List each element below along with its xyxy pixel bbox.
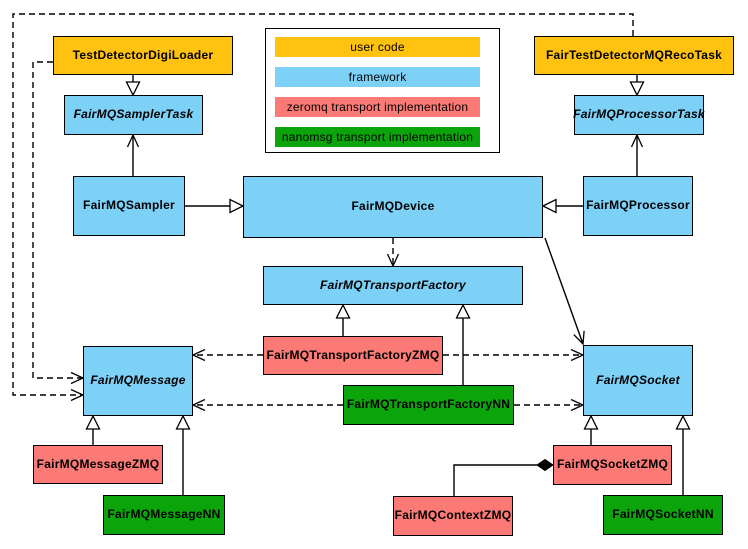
edge-fairmqtransportfactorynn-inherits-fairmqtransportfactory — [455, 303, 471, 385]
node-fairmqtransportfactoryzmq: FairMQTransportFactoryZMQ — [263, 336, 443, 375]
legend-item-user_code: user code — [275, 37, 480, 57]
node-fairmqsampler: FairMQSampler — [73, 176, 185, 236]
node-fairmqtransportfactory: FairMQTransportFactory — [263, 266, 523, 305]
node-fairmqcontextzmq: FairMQContextZMQ — [393, 496, 513, 536]
edge-fairmqsocketzmq-composes-fairmqcontextzmq — [453, 458, 554, 496]
edge-fairmqtransportfactoryzmq-depends-fairmqsocket — [443, 348, 585, 362]
node-fairmqprocessor: FairMQProcessor — [583, 176, 693, 236]
node-fairmqprocessortask: FairMQProcessorTask — [573, 95, 705, 135]
edge-fairmqsampler-inherits-fairmqdevice — [185, 198, 245, 214]
node-fairmqtransportfactorynn: FairMQTransportFactoryNN — [343, 385, 514, 425]
edge-fairmqsocketnn-inherits-fairmqsocket — [675, 414, 691, 495]
edge-fairmqprocessor-inherits-fairmqdevice — [541, 198, 583, 214]
node-fairmqmessagenn: FairMQMessageNN — [103, 495, 225, 535]
legend-item-framework: framework — [275, 67, 480, 87]
node-fairmqmessage: FairMQMessage — [83, 346, 193, 416]
node-fairmqsocketnn: FairMQSocketNN — [603, 495, 723, 535]
edge-fairmqdevice-depends-fairmqtransportfactory — [386, 238, 400, 268]
edge-fairmqprocessor-uses-fairmqprocessortask — [630, 133, 644, 176]
edge-fairmqtransportfactoryzmq-inherits-fairmqtransportfactory — [335, 303, 351, 336]
legend-item-nanomsg: nanomsg transport implementation — [275, 127, 480, 147]
edge-fairtestdetectormqrecotask-inherits-fairmqprocessortask — [629, 75, 645, 97]
edge-fairmqtransportfactorynn-depends-fairmqsocket — [514, 398, 585, 412]
edge-testdetectordigiloader-inherits-fairmqsamplertask — [125, 75, 141, 97]
edge-fairmqmessagenn-inherits-fairmqmessage — [175, 414, 191, 495]
edge-fairmqsampler-uses-fairmqsamplertask — [126, 133, 140, 176]
node-fairtestdetectormqrecotask: FairTestDetectorMQRecoTask — [534, 36, 734, 75]
node-testdetectordigiloader: TestDetectorDigiLoader — [53, 36, 233, 75]
node-fairmqsamplertask: FairMQSamplerTask — [64, 95, 203, 135]
node-fairmqsocketzmq: FairMQSocketZMQ — [553, 445, 672, 485]
edge-fairmqtransportfactoryzmq-depends-fairmqmessage — [191, 348, 263, 362]
edge-fairmqdevice-uses-fairmqsocket — [544, 237, 585, 346]
edge-fairmqtransportfactorynn-depends-fairmqmessage — [191, 398, 343, 412]
legend-item-zeromq: zeromq transport implementation — [275, 97, 480, 117]
node-fairmqmessagezmq: FairMQMessageZMQ — [33, 445, 163, 484]
legend: user code framework zeromq transport imple… — [265, 28, 500, 153]
edge-fairmqmessagezmq-inherits-fairmqmessage — [85, 414, 101, 445]
edge-fairmqsocketzmq-inherits-fairmqsocket — [583, 414, 599, 445]
node-fairmqsocket: FairMQSocket — [583, 345, 693, 416]
node-fairmqdevice: FairMQDevice — [243, 176, 543, 238]
